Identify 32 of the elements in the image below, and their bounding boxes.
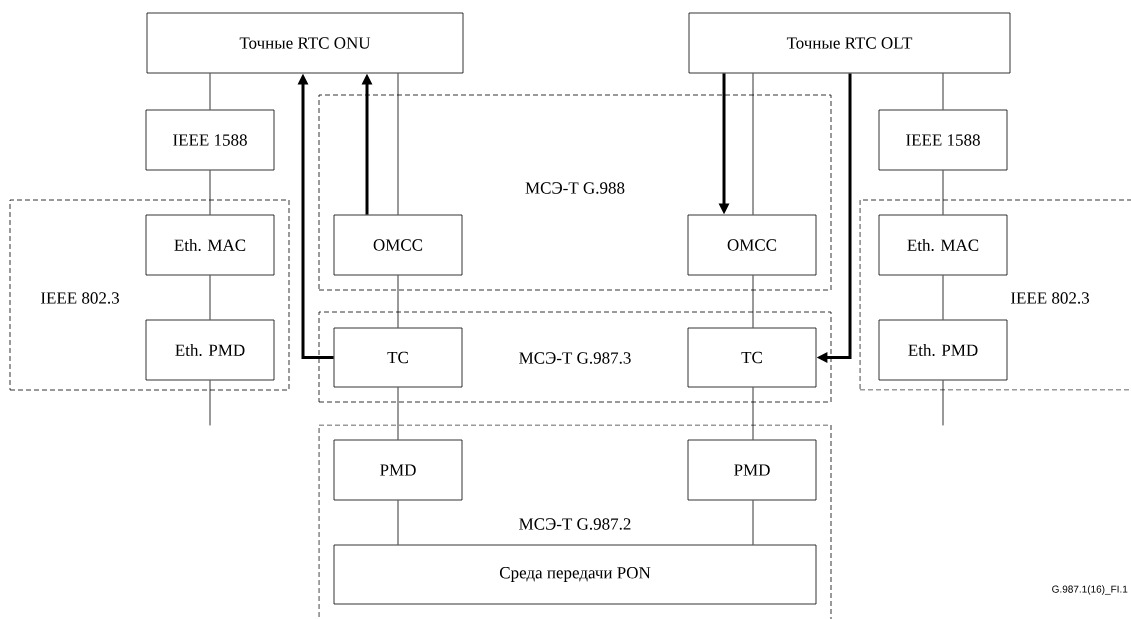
connector-line <box>209 275 211 320</box>
connector-line <box>209 73 211 110</box>
connector-line <box>942 73 944 110</box>
block-box: OMCC <box>687 214 817 276</box>
connector-line <box>209 380 211 426</box>
connector-line <box>752 387 754 440</box>
block-box: OMCC <box>333 214 463 276</box>
connector-line <box>942 275 944 320</box>
block-box: TC <box>687 327 817 388</box>
connector-line <box>209 170 211 215</box>
connector-line <box>397 275 399 328</box>
block-box: PMD <box>333 439 463 501</box>
figure-id: G.987.1(16)_FI.1 <box>1052 585 1128 595</box>
block-box: Точные RTC OLT <box>688 12 1011 74</box>
connector-line <box>397 73 399 215</box>
connector-line <box>397 500 399 545</box>
connector-line <box>942 170 944 215</box>
connector-line <box>752 73 754 215</box>
block-box: Eth. MAC <box>878 214 1008 276</box>
block-box: IEEE 1588 <box>878 109 1008 171</box>
block-box: Eth. MAC <box>145 214 275 276</box>
block-box: Среда передачи PON <box>333 544 817 605</box>
block-box: IEEE 1588 <box>145 109 275 171</box>
connector-line <box>752 275 754 328</box>
connector-line <box>942 380 944 426</box>
connector-line <box>752 500 754 545</box>
block-box: PMD <box>687 439 817 501</box>
block-box: TC <box>333 327 463 388</box>
connector-line <box>397 387 399 440</box>
block-box: Eth. PMD <box>145 319 275 381</box>
block-box: Точные RTC ONU <box>146 12 464 74</box>
block-box: Eth. PMD <box>878 319 1008 381</box>
